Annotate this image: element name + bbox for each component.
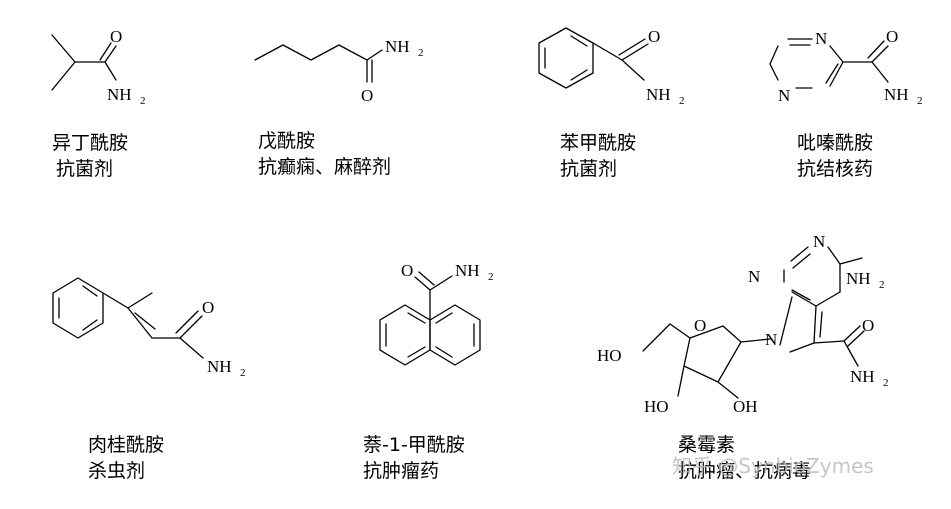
- sangivamycin-structure: N N N NH 2 O NH 2 O HO HO OH: [597, 232, 889, 416]
- sangivamycin-n-ring-left: N: [748, 267, 760, 286]
- pyrazinamide-n-bottom: N: [778, 86, 790, 105]
- compound-name: 萘-1-甲酰胺: [363, 434, 465, 456]
- pyrazinamide-n-top: N: [815, 29, 827, 48]
- pyrazinamide-o: O: [886, 27, 898, 46]
- cinnamamide-structure: O NH 2: [52, 277, 246, 379]
- compound-name: 异丁酰胺: [52, 132, 129, 154]
- caption-naphthamide: 萘-1-甲酰胺 抗肿瘤药: [363, 432, 465, 484]
- watermark-text: 知乎 @SynbioZymes: [672, 454, 874, 478]
- benzamide-structure: O NH 2: [538, 27, 685, 107]
- compound-use: 抗癫痫、麻醉剂: [258, 156, 392, 178]
- compound-use: 抗菌剂: [56, 158, 114, 180]
- pentanamide-nh-sub: 2: [418, 47, 424, 59]
- pentanamide-nh: NH: [385, 37, 410, 56]
- benzamide-nh-sub: 2: [679, 95, 685, 107]
- pyrazinamide-nh: NH: [884, 85, 909, 104]
- compound-name: 吡嗪酰胺: [797, 132, 874, 154]
- naphthamide-structure: O NH 2: [379, 261, 494, 366]
- isobutyramide-o: O: [110, 27, 122, 46]
- sangivamycin-nh-amide: NH: [850, 367, 875, 386]
- caption-sangivamycin: 桑霉素 抗肿瘤、抗病毒: [678, 432, 811, 484]
- sangivamycin-o-amide: O: [862, 316, 874, 335]
- naphthamide-o: O: [401, 261, 413, 280]
- isobutyramide-nh-sub: 2: [140, 95, 146, 107]
- compound-use: 抗肿瘤药: [363, 460, 440, 482]
- compound-name: 桑霉素: [678, 434, 736, 456]
- caption-pentanamide: 戊酰胺 抗癫痫、麻醉剂: [258, 128, 391, 180]
- caption-isobutyramide: 异丁酰胺 抗菌剂: [52, 130, 128, 182]
- sangivamycin-n-pyrrole: N: [765, 330, 777, 349]
- caption-cinnamamide: 肉桂酰胺 杀虫剂: [88, 432, 164, 484]
- sangivamycin-nh-amine: NH: [846, 269, 871, 288]
- compound-use: 抗结核药: [797, 158, 874, 180]
- cinnamamide-nh-sub: 2: [240, 367, 246, 379]
- compound-name: 苯甲酰胺: [560, 132, 637, 154]
- pyrazinamide-nh-sub: 2: [917, 95, 923, 107]
- compound-use: 抗菌剂: [560, 158, 618, 180]
- sangivamycin-n-ring-top: N: [813, 232, 825, 251]
- benzamide-nh: NH: [646, 85, 671, 104]
- compound-use: 抗肿瘤、抗病毒: [678, 460, 812, 482]
- compound-name: 戊酰胺: [258, 130, 316, 152]
- compound-use: 杀虫剂: [88, 460, 146, 482]
- naphthamide-nh: NH: [455, 261, 480, 280]
- isobutyramide-nh: NH: [107, 85, 132, 104]
- caption-benzamide: 苯甲酰胺 抗菌剂: [560, 130, 636, 182]
- pentanamide-structure: NH 2 O: [254, 37, 424, 105]
- compound-name: 肉桂酰胺: [88, 434, 165, 456]
- naphthamide-nh-sub: 2: [488, 271, 494, 283]
- sangivamycin-ho-left: HO: [644, 397, 669, 416]
- isobutyramide-structure: O NH 2: [51, 27, 146, 107]
- pyrazinamide-structure: N N O NH 2: [769, 27, 923, 107]
- sangivamycin-oh-right: OH: [733, 397, 758, 416]
- pentanamide-o: O: [361, 86, 373, 105]
- sangivamycin-nh-amide-sub: 2: [883, 377, 889, 389]
- benzamide-o: O: [648, 27, 660, 46]
- cinnamamide-o: O: [202, 298, 214, 317]
- sangivamycin-o-ring: O: [694, 316, 706, 335]
- caption-pyrazinamide: 吡嗪酰胺 抗结核药: [797, 130, 873, 182]
- cinnamamide-nh: NH: [207, 357, 232, 376]
- sangivamycin-nh-amine-sub: 2: [879, 279, 885, 291]
- sangivamycin-ho-primary: HO: [597, 346, 622, 365]
